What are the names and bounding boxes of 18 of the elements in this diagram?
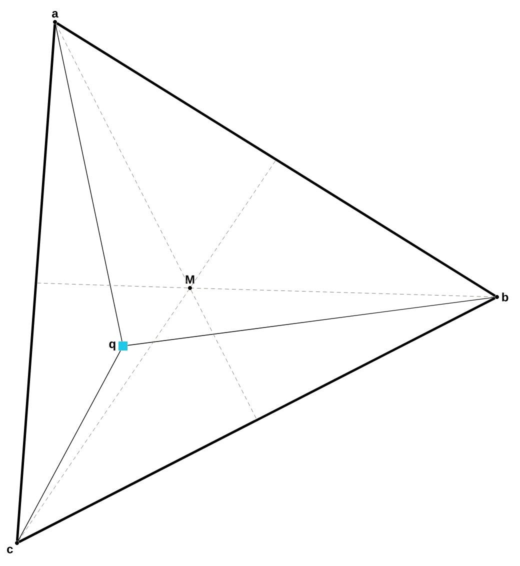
segment-line bbox=[127, 296, 496, 346]
triangle-side bbox=[18, 296, 496, 544]
segment-line bbox=[18, 350, 121, 542]
node-label: b bbox=[502, 292, 508, 302]
median-line bbox=[190, 290, 258, 420]
median-line bbox=[192, 288, 496, 298]
point-square: q bbox=[109, 342, 128, 350]
median-line bbox=[190, 160, 276, 286]
triangle-side bbox=[16, 24, 56, 541]
triangle-side bbox=[56, 22, 496, 297]
node-label: c bbox=[7, 546, 13, 554]
node-label: M bbox=[186, 275, 194, 284]
median-line bbox=[36, 282, 188, 288]
node-label: q bbox=[109, 342, 116, 350]
node-label: a bbox=[52, 11, 58, 18]
median-line bbox=[18, 290, 189, 542]
segment-line bbox=[55, 24, 122, 342]
median-line bbox=[56, 24, 190, 286]
